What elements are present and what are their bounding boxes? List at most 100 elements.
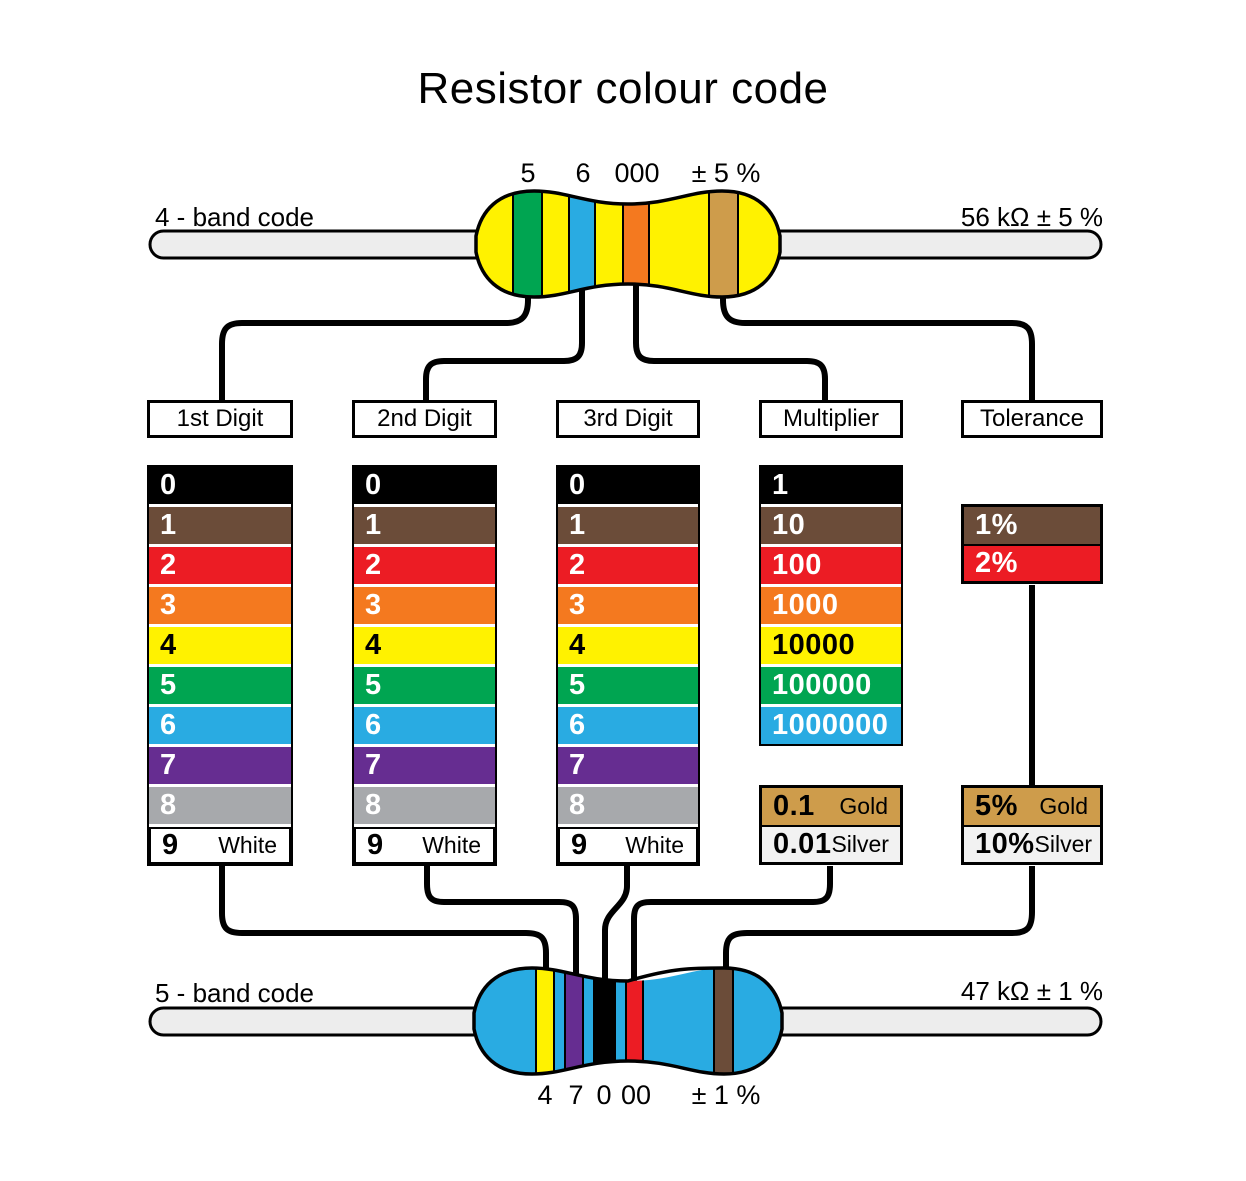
digit-colour-table-1: 0 1 2 3 4 5 6 7 8 9 White [147,465,293,866]
digit-row-white: 9 White [149,827,291,864]
digit-row-blue: 6 [149,707,291,744]
bottom-band-red [625,968,644,1074]
top-band-label-2nd-digit: 6 [575,158,591,188]
digit-row-violet: 7 [354,747,495,784]
digit-row-blue: 6 [354,707,495,744]
digit-row-violet: 7 [558,747,698,784]
multiplier-extra-row-value: 0.1 [773,790,815,822]
digit-row-value: 0 [365,469,382,501]
digit-row-value: 1 [365,509,382,541]
top-band-green [512,191,543,297]
digit-row-yellow: 4 [558,627,698,664]
digit-row-value: 6 [569,709,586,741]
multiplier-row-value: 100000 [772,669,872,701]
connector-3rd-digit-to-black-band [602,866,630,995]
page-title: Resistor colour code [417,64,829,113]
digit-row-colour-name: White [218,832,277,858]
digit-row-orange: 3 [149,587,291,624]
digit-row-value: 5 [160,669,177,701]
top-band-label-1st-digit: 5 [520,158,536,188]
digit-row-value: 7 [569,749,586,781]
digit-row-red: 2 [558,547,698,584]
tolerance-extra-row-silver: 10%Silver [964,825,1100,862]
connector-blue-band-to-2nd-digit [423,280,585,401]
digit-row-value: 3 [365,589,382,621]
digit-row-brown: 1 [149,507,291,544]
multiplier-row-value: 100 [772,549,822,581]
digit-row-yellow: 4 [149,627,291,664]
digit-row-value: 4 [365,629,382,661]
digit-row-blue: 6 [558,707,698,744]
multiplier-row-blue: 1000000 [761,707,901,744]
header-3rd-digit: 3rd Digit [556,400,700,438]
digit-row-value: 2 [569,549,586,581]
digit-row-value: 0 [569,469,586,501]
header-2nd-digit: 2nd Digit [352,400,497,438]
multiplier-row-value: 1000 [772,589,839,621]
bottom-band-black [593,968,616,1074]
digit-row-orange: 3 [354,587,495,624]
digit-row-value: 1 [569,509,586,541]
digit-row-value: 1 [160,509,177,541]
digit-row-value: 8 [365,789,382,821]
bottom-band-label-3rd-digit: 0 [596,1080,612,1110]
digit-row-value: 3 [569,589,586,621]
multiplier-row-value: 10000 [772,629,856,661]
multiplier-row-yellow: 10000 [761,627,901,664]
tolerance-row-brown: 1% [964,507,1100,544]
connector-green-band-to-1st-digit [219,282,531,401]
digit-row-value: 4 [160,629,177,661]
bottom-band-label-multiplier: 00 [620,1080,652,1110]
bottom-band-label-1st-digit: 4 [537,1080,553,1110]
top-resistor-value-label: 56 kΩ ± 5 % [960,202,1103,232]
tolerance-extra-row-value: 5% [975,790,1018,822]
digit-row-red: 2 [149,547,291,584]
digit-row-value: 4 [569,629,586,661]
multiplier-row-orange: 1000 [761,587,901,624]
multiplier-row-black: 1 [761,467,901,504]
multiplier-row-green: 100000 [761,667,901,704]
tolerance-row-red: 2% [964,544,1100,581]
digit-row-value: 7 [160,749,177,781]
header-1st-digit: 1st Digit [147,400,293,438]
connector-lines [219,280,1035,995]
multiplier-row-value: 1 [772,469,789,501]
connector-2nd-digit-to-violet-band [424,866,579,995]
bottom-resistor-outline [472,966,784,1076]
digit-row-grey: 8 [149,787,291,824]
connector-multiplier-to-red-band [631,866,833,995]
tolerance-extra-row-colour-name: Silver [1034,831,1093,857]
tolerance-row-value: 1% [975,509,1018,541]
digit-row-value: 7 [365,749,382,781]
top-band-blue [568,191,596,297]
digit-row-value: 9 [367,829,384,861]
multiplier-extra-row-colour-name: Silver [831,831,889,857]
header-tolerance: Tolerance [961,400,1103,438]
digit-row-value: 3 [160,589,177,621]
digit-row-brown: 1 [558,507,698,544]
multiplier-extra-row-value: 0.01 [773,828,832,860]
digit-row-green: 5 [558,667,698,704]
top-band-orange [622,191,650,297]
top-resistor-outline [474,189,782,299]
digit-row-brown: 1 [354,507,495,544]
digit-row-yellow: 4 [354,627,495,664]
bottom-band-label-tolerance: ± 1 % [691,1080,761,1110]
digit-row-grey: 8 [558,787,698,824]
digit-row-violet: 7 [149,747,291,784]
bottom-band-yellow [535,968,555,1074]
digit-row-black: 0 [149,467,291,504]
digit-row-black: 0 [354,467,495,504]
bottom-band-label-2nd-digit: 7 [568,1080,584,1110]
tolerance-row-value: 2% [975,547,1018,579]
digit-row-value: 9 [162,829,179,861]
bottom-band-violet [564,968,584,1074]
digit-row-colour-name: White [625,832,684,858]
connector-orange-band-to-multiplier [633,280,828,401]
